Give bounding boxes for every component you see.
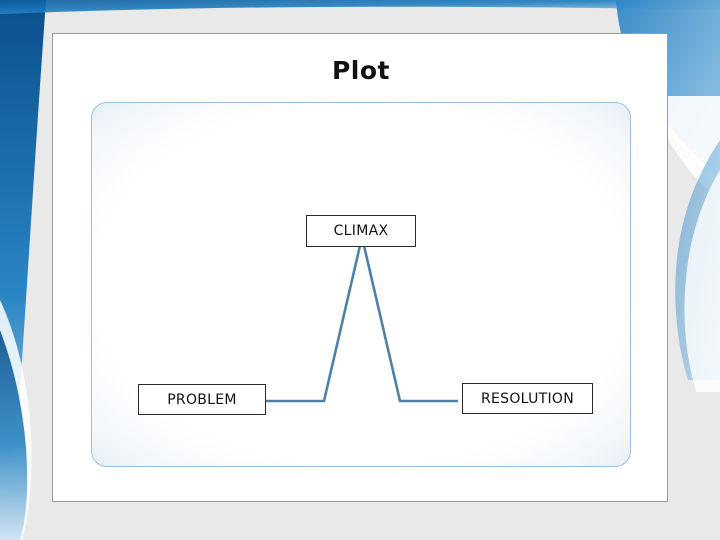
diagram-panel: CLIMAX PROBLEM RESOLUTION (91, 102, 631, 467)
node-resolution[interactable]: RESOLUTION (462, 383, 593, 414)
content-card: Plot CLIMAX PROBLEM RESOLUTION (52, 33, 668, 502)
node-problem[interactable]: PROBLEM (138, 384, 266, 415)
node-climax[interactable]: CLIMAX (306, 215, 416, 247)
page-title: Plot (331, 56, 391, 85)
